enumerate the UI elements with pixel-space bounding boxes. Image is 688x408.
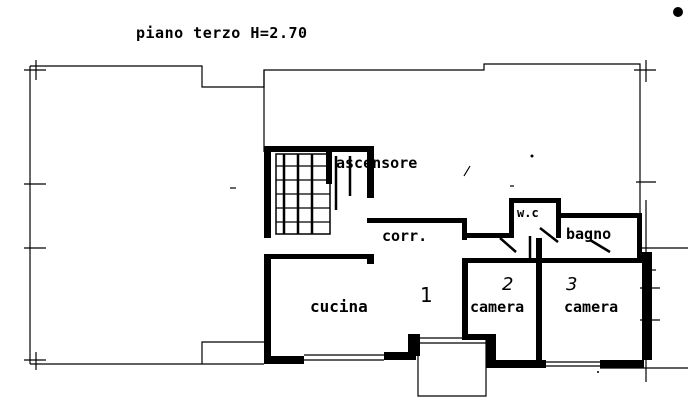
room-label-camera-2: camera (470, 298, 524, 316)
plan-title: piano terzo H=2.70 (136, 24, 308, 42)
scan-marks (230, 7, 683, 373)
room-label-camera-3: camera (564, 298, 618, 316)
room-number-1: 1 (420, 283, 433, 307)
walls (264, 146, 652, 368)
room-number-2: 2 (502, 274, 513, 295)
windows (304, 269, 656, 367)
room-number-3: 3 (566, 274, 577, 295)
room-label-cucina: cucina (310, 297, 368, 316)
room-label-corr: corr. (382, 227, 427, 245)
room-label-ascensore: ascensore (336, 154, 417, 172)
doors (468, 227, 611, 263)
room-label-wc: w.c (517, 206, 539, 220)
staircase (275, 153, 352, 235)
room-label-bagno: bagno (566, 225, 611, 243)
